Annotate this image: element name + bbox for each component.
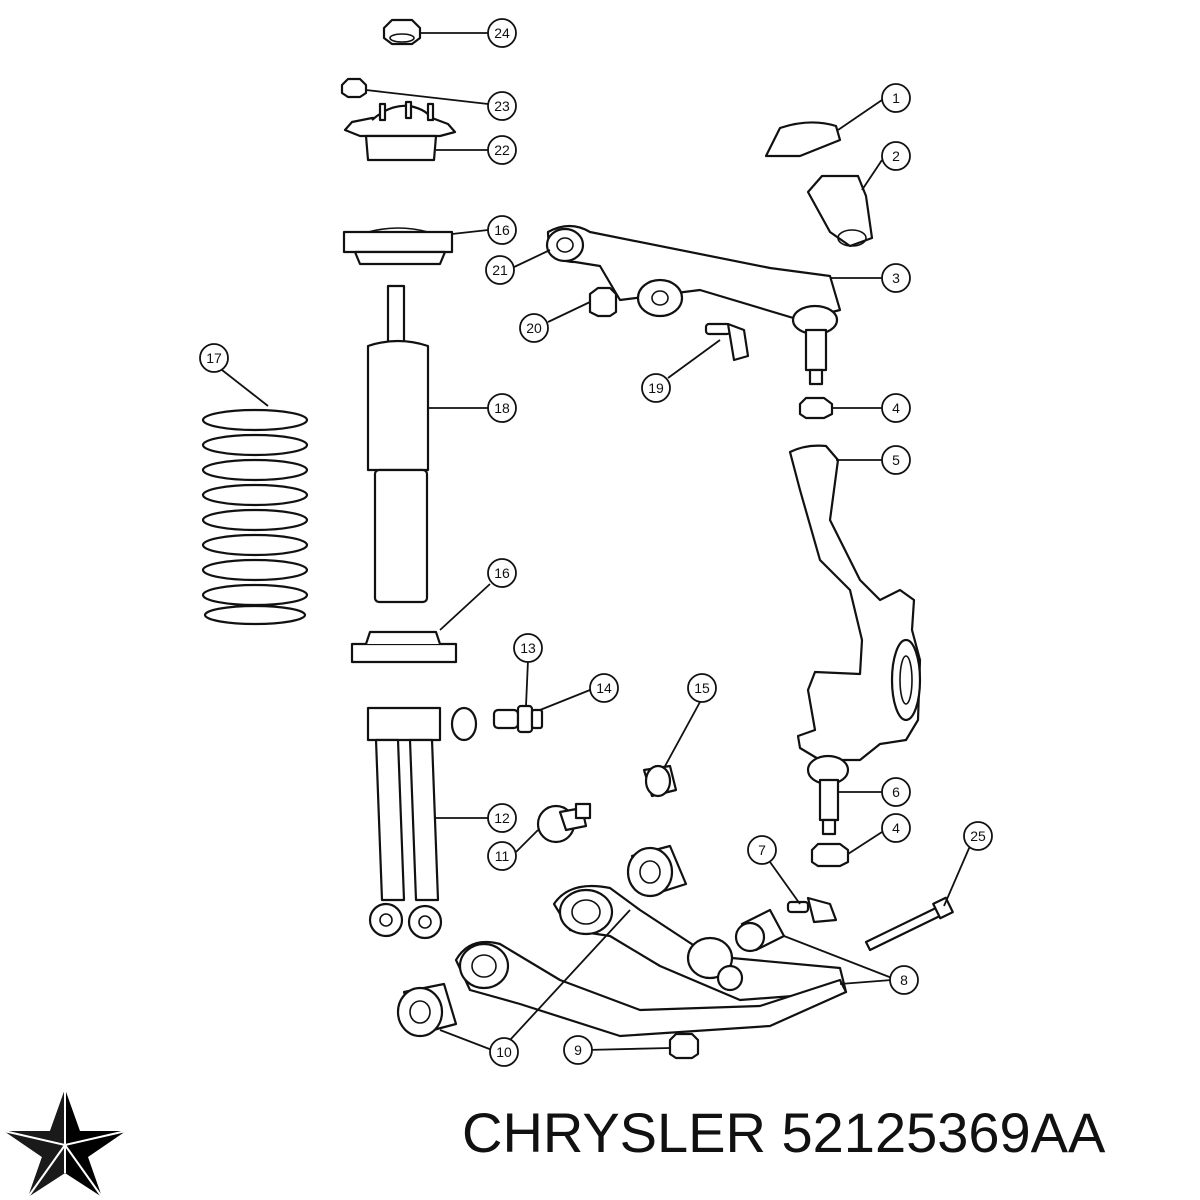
part-small-nut — [340, 77, 368, 99]
svg-text:15: 15 — [694, 680, 710, 696]
svg-text:16: 16 — [494, 565, 510, 581]
svg-text:5: 5 — [892, 452, 900, 468]
part-shock-clevis — [366, 706, 478, 940]
callout-4-upper: 4 — [881, 393, 911, 423]
svg-text:12: 12 — [494, 810, 510, 826]
leader-lines — [221, 32, 971, 1051]
svg-text:24: 24 — [494, 25, 510, 41]
part-number: 52125369AA — [781, 1101, 1106, 1164]
svg-text:4: 4 — [892, 820, 900, 836]
svg-text:17: 17 — [206, 350, 222, 366]
part-strut-mount — [343, 100, 457, 162]
callout-19: 19 — [641, 373, 671, 403]
callout-14: 14 — [589, 673, 619, 703]
callout-1: 1 — [881, 83, 911, 113]
callout-16-upper: 16 — [487, 215, 517, 245]
callout-24: 24 — [487, 18, 517, 48]
callout-23: 23 — [487, 91, 517, 121]
svg-text:10: 10 — [496, 1044, 512, 1060]
part-ball-joint — [806, 754, 850, 836]
callout-4-lower: 4 — [881, 813, 911, 843]
part-jounce-bumper — [806, 174, 874, 248]
svg-text:22: 22 — [494, 142, 510, 158]
part-spring-isolator-lower — [350, 630, 458, 664]
svg-text:13: 13 — [520, 640, 536, 656]
callout-5: 5 — [881, 445, 911, 475]
part-bushing-8 — [734, 908, 786, 953]
callout-7: 7 — [747, 835, 777, 865]
part-top-nut — [382, 18, 422, 46]
callout-16-lower: 16 — [487, 558, 517, 588]
part-bushing-bolt — [492, 704, 544, 734]
svg-text:25: 25 — [970, 828, 986, 844]
part-bushing-10-upper — [626, 844, 688, 898]
svg-text:18: 18 — [494, 400, 510, 416]
part-nut-20 — [588, 286, 618, 318]
callout-10: 10 — [489, 1037, 519, 1067]
part-steering-knuckle — [788, 444, 922, 762]
svg-text:1: 1 — [892, 90, 900, 106]
svg-text:11: 11 — [495, 848, 510, 864]
callout-6: 6 — [881, 777, 911, 807]
callout-21: 21 — [485, 255, 515, 285]
svg-text:2: 2 — [892, 148, 900, 164]
callout-3: 3 — [881, 263, 911, 293]
callout-17: 17 — [199, 343, 229, 373]
part-cam-bolt — [536, 802, 592, 844]
svg-text:8: 8 — [900, 972, 908, 988]
svg-text:23: 23 — [494, 98, 510, 114]
svg-text:20: 20 — [526, 320, 542, 336]
svg-text:9: 9 — [574, 1042, 582, 1058]
svg-text:14: 14 — [596, 680, 612, 696]
part-nut-4-upper — [798, 396, 834, 420]
part-nut-9 — [668, 1032, 700, 1060]
part-bushing-small — [642, 764, 678, 798]
chrysler-pentastar-icon — [3, 1089, 127, 1198]
svg-text:19: 19 — [648, 380, 664, 396]
svg-text:21: 21 — [492, 262, 508, 278]
part-dust-cover — [764, 121, 842, 158]
callout-2: 2 — [881, 141, 911, 171]
svg-text:6: 6 — [892, 784, 900, 800]
brand-name: CHRYSLER — [462, 1101, 766, 1164]
part-upper-control-arm — [545, 224, 842, 386]
part-coil-spring — [201, 408, 309, 626]
callout-11: 11 — [487, 841, 517, 871]
part-bushing-10-lower — [396, 982, 458, 1038]
part-shock-absorber — [366, 284, 430, 604]
callout-8: 8 — [889, 965, 919, 995]
callout-15: 15 — [687, 673, 717, 703]
callout-25: 25 — [963, 821, 993, 851]
callout-12: 12 — [487, 803, 517, 833]
part-sensor-7 — [786, 896, 838, 924]
callout-13: 13 — [513, 633, 543, 663]
part-caption: CHRYSLER 52125369AA — [462, 1105, 1105, 1161]
callout-22: 22 — [487, 135, 517, 165]
part-sensor-bracket — [704, 322, 750, 362]
part-long-bolt — [864, 896, 954, 952]
callout-20: 20 — [519, 313, 549, 343]
callout-18: 18 — [487, 393, 517, 423]
part-spring-isolator-upper — [342, 227, 454, 266]
callout-9: 9 — [563, 1035, 593, 1065]
svg-text:3: 3 — [892, 270, 900, 286]
part-nut-4-lower — [810, 842, 850, 868]
svg-text:7: 7 — [758, 842, 766, 858]
svg-text:16: 16 — [494, 222, 510, 238]
svg-text:4: 4 — [892, 400, 900, 416]
